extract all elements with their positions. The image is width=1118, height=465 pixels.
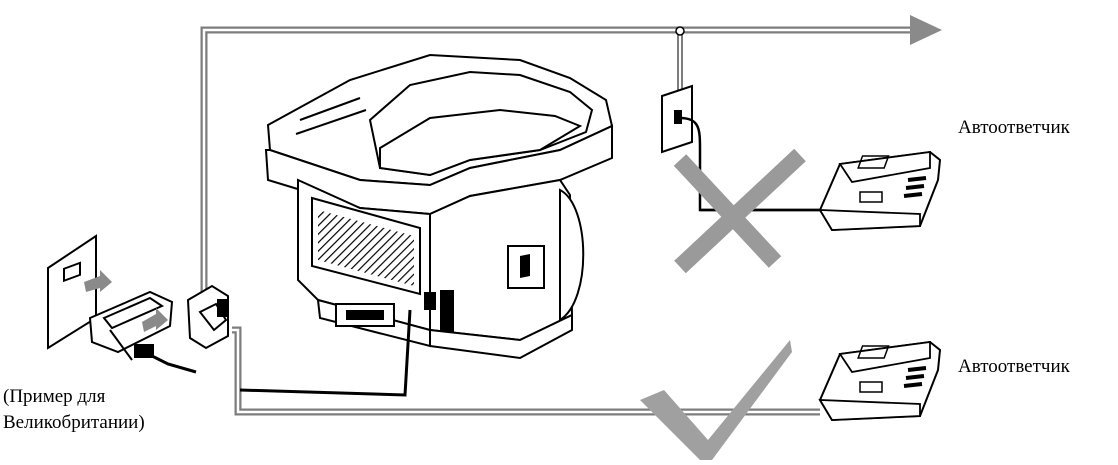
cross-mark-icon xyxy=(673,148,806,274)
line-connector-icon xyxy=(186,284,229,350)
bottom-phone-line xyxy=(232,326,820,416)
check-mark-icon xyxy=(640,340,792,460)
device-phone-cable xyxy=(239,309,412,397)
fax-machine-illustration xyxy=(264,53,614,360)
uk-wall-socket-icon xyxy=(47,234,97,350)
uk-adapter-plug-icon xyxy=(88,290,197,374)
uk-example-caption: (Пример для Великобритании) xyxy=(3,384,145,436)
uk-example-caption-line1: (Пример для xyxy=(3,386,106,407)
extension-wall-jack xyxy=(661,84,820,212)
line-arrow-icon xyxy=(910,15,942,45)
uk-example-caption-line2: Великобритании) xyxy=(3,412,145,433)
answering-machine-bottom-icon xyxy=(818,340,942,422)
extension-drop-line xyxy=(675,26,685,98)
answering-machine-label-top: Автоответчик xyxy=(958,117,1070,138)
plug-in-arrow-icon xyxy=(84,270,168,332)
answering-machine-top-icon xyxy=(818,150,942,232)
answering-machine-label-bottom: Автоответчик xyxy=(958,356,1070,377)
